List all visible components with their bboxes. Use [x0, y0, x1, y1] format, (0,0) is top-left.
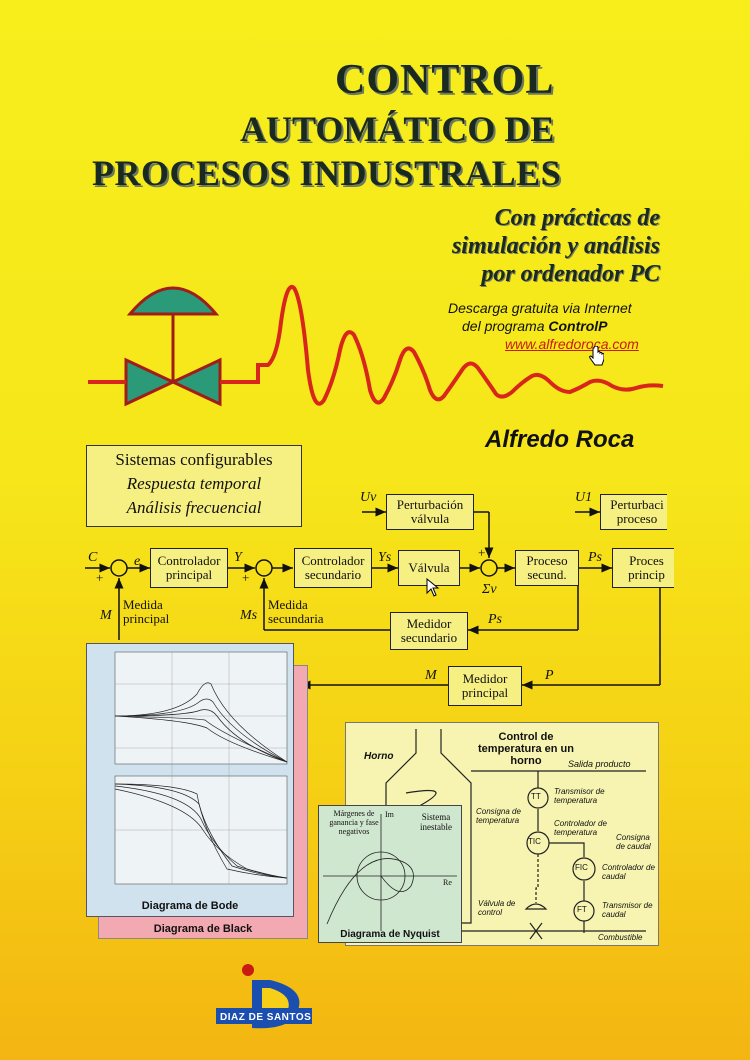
bode-diagram-card: Diagrama de Bode: [86, 643, 294, 917]
margenes-label: Márgenes de ganancia y fase negativos: [329, 809, 379, 836]
sign-plus-3: +: [478, 545, 486, 560]
block-controlador-secundario: Controlador secundario: [294, 548, 372, 588]
signal-P: P: [545, 668, 554, 683]
signal-e: e: [134, 554, 141, 569]
nyquist-diagram-card: Márgenes de ganancia y fase negativos Si…: [318, 805, 462, 943]
summing-junction-2: [255, 559, 273, 577]
signal-Ps: Ps: [588, 550, 602, 565]
transmisor-caudal-label: Transmisor de caudal: [602, 901, 653, 919]
consigna-caudal-label: Consigna de caudal: [616, 833, 651, 851]
download-line-1: Descarga gratuita via Internet: [448, 300, 632, 316]
summing-junction-1: [110, 559, 128, 577]
nyquist-plot: [323, 814, 457, 931]
block-perturbacion-proceso: Perturbaci proceso: [600, 494, 667, 530]
title-line-3: PROCESOS INDUSTRALES: [92, 153, 562, 193]
label-medida-principal: Medida principal: [123, 597, 170, 626]
salida-producto: Salida producto: [568, 759, 631, 769]
controlador-caudal-label: Controlador de caudal: [602, 863, 655, 881]
subtitle-line-3: por ordenador PC: [481, 261, 660, 287]
sistema-inestable-label: Sistema inestable: [420, 812, 452, 832]
features-box: Sistemas configurables Respuesta tempora…: [86, 445, 302, 527]
combustible-label: Combustible: [598, 933, 643, 942]
block-proceso-princip: Proces princip: [612, 548, 674, 588]
summing-junction-3: [480, 559, 498, 577]
feature-1: Sistemas configurables: [115, 450, 273, 469]
signal-Ms: Ms: [240, 608, 258, 623]
black-caption: Diagrama de Black: [153, 923, 253, 935]
feature-3: Análisis frecuencial: [126, 498, 262, 517]
tic-tag: TIC: [528, 837, 541, 846]
valvula-control-label: Válvula de control: [478, 899, 516, 917]
block-diagram-wiring: [85, 507, 661, 690]
block-controlador-principal: Controlador principal: [150, 548, 228, 588]
valve-body-left: [124, 357, 177, 407]
sign-plus-1: +: [96, 570, 104, 585]
re-axis-label: Re: [443, 878, 452, 887]
consigna-temp-label: Consigna de temperatura: [476, 807, 521, 825]
program-name: ControlP: [548, 318, 608, 334]
block-medidor-secundario: Medidor secundario: [390, 612, 468, 650]
block-perturbacion-valvula: Perturbación válvula: [386, 494, 474, 530]
arrow-cursor-icon: [426, 578, 440, 597]
signal-M: M: [100, 608, 112, 623]
signal-sigma-v: Σv: [482, 582, 497, 597]
title-line-1: CONTROL: [335, 57, 555, 103]
publisher-logo: [216, 964, 312, 1029]
author-name: Alfredo Roca: [485, 426, 635, 453]
controlador-temp-label: Controlador de temperatura: [554, 819, 607, 837]
response-wave: [88, 284, 664, 406]
nyquist-caption: Diagrama de Nyquist: [340, 929, 440, 940]
fic-tag: FIC: [575, 863, 588, 872]
subtitle-line-2: simulación y análisis: [451, 233, 660, 259]
signal-Uv: Uv: [360, 490, 377, 505]
signal-U1: U1: [575, 490, 593, 505]
signal-M-feedback: M: [425, 668, 437, 683]
title-line-2: AUTOMÁTICO DE: [240, 109, 555, 149]
block-proceso-secund: Proceso secund.: [515, 550, 579, 586]
subtitle-line-1: Con prácticas de: [494, 205, 660, 231]
signal-Ys: Ys: [378, 550, 392, 565]
download-line-2-prefix: del programa: [462, 318, 549, 334]
signal-Ps-feedback: Ps: [488, 612, 502, 627]
download-line-2: del programa ControlP: [462, 318, 608, 334]
bode-caption: Diagrama de Bode: [141, 900, 239, 912]
block-medidor-principal: Medidor principal: [448, 666, 522, 706]
publisher-name: DIAZ DE SANTOS: [220, 1012, 312, 1023]
valve-actuator-icon: [126, 286, 220, 316]
signal-C: C: [88, 550, 98, 565]
horno-label: Horno: [364, 751, 394, 762]
im-axis-label: Im: [385, 810, 394, 819]
signal-Y: Y: [234, 550, 242, 565]
bode-plot: [114, 651, 288, 885]
transmisor-temp-label: Transmisor de temperatura: [554, 787, 605, 805]
horno-title: Control de temperatura en un horno: [478, 731, 574, 767]
feature-2: Respuesta temporal: [126, 474, 262, 493]
label-medida-secundaria: Medida secundaria: [268, 597, 324, 626]
hand-cursor-icon: [589, 346, 604, 366]
valve-body-right: [169, 357, 222, 407]
website-link[interactable]: www.alfredoroca.com: [505, 336, 639, 352]
sign-plus-2: +: [242, 570, 250, 585]
valve-and-wave-graphic: [88, 284, 664, 407]
ft-tag: FT: [577, 905, 587, 914]
tt-tag: TT: [531, 792, 541, 801]
